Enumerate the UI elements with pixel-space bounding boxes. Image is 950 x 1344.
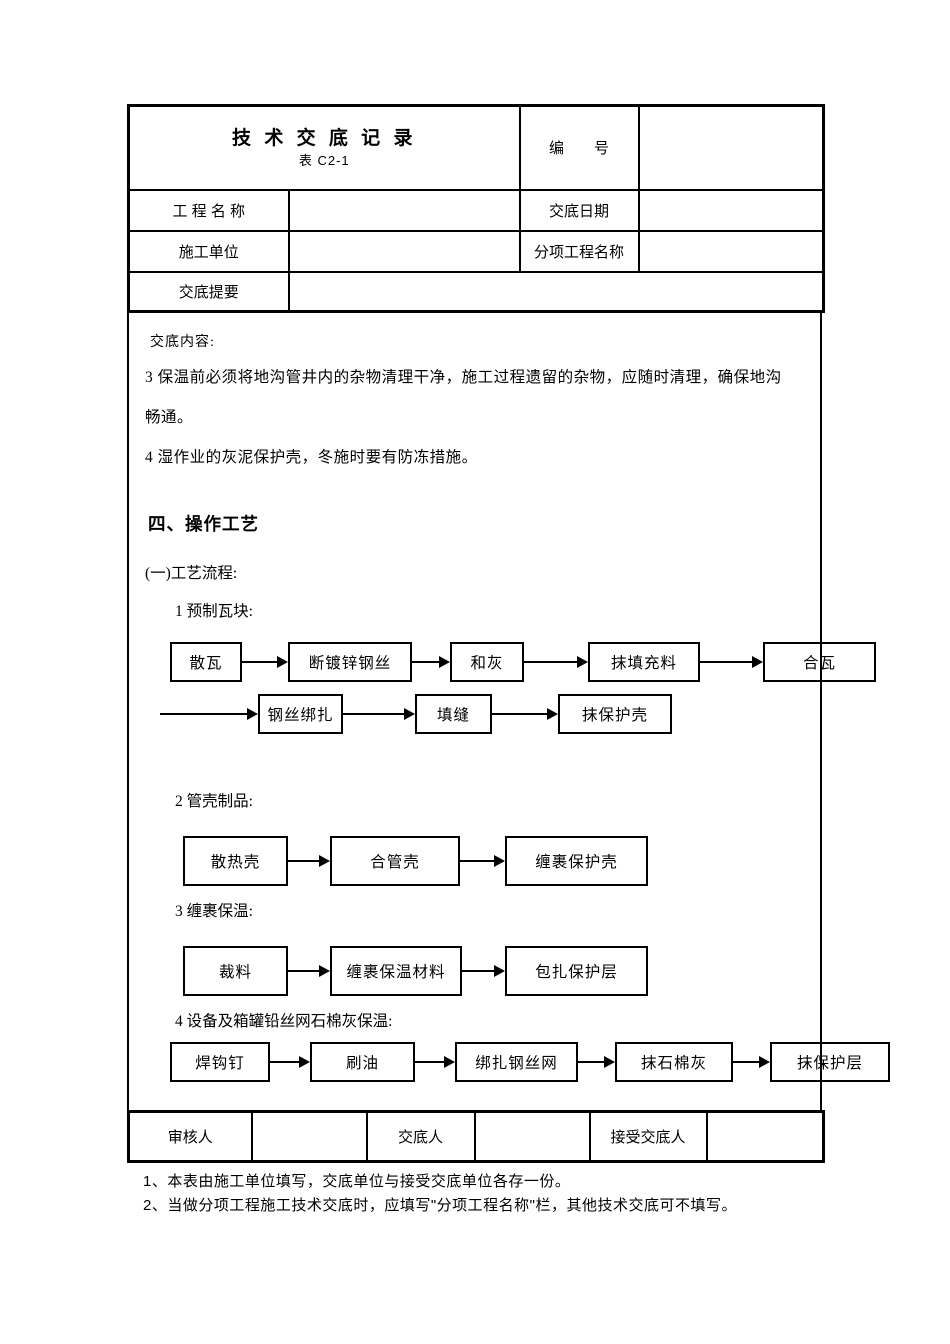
paragraph-line: 畅通。 <box>145 409 194 426</box>
flow-step-box: 刷油 <box>310 1042 415 1082</box>
project-name-value-cell <box>287 188 521 232</box>
form-code: 表 C2-1 <box>298 152 350 168</box>
flow-arrow <box>270 1056 310 1068</box>
flow-step-box: 抹填充料 <box>588 642 700 682</box>
flow-step-box: 抹石棉灰 <box>615 1042 733 1082</box>
flow-step-box: 钢丝绑扎 <box>258 694 343 734</box>
page-title: 技 术 交 底 记 录 <box>232 127 417 149</box>
number-value-cell <box>637 104 825 191</box>
paragraph-line: 3 保温前必须将地沟管井内的杂物清理干净，施工过程遗留的杂物，应随时清理，确保地… <box>145 369 782 386</box>
flow-step-box: 散瓦 <box>170 642 242 682</box>
flowchart-3-title: 3 缠裹保温: <box>175 903 253 920</box>
reviewer-label-cell: 审核人 <box>127 1110 253 1163</box>
unit-value-cell <box>287 229 521 273</box>
flowchart-1-title: 1 预制瓦块: <box>175 603 253 620</box>
date-label-cell: 交底日期 <box>518 188 640 232</box>
flow-arrow <box>733 1056 770 1068</box>
content-heading: 交底内容: <box>150 335 215 350</box>
summary-label-cell: 交底提要 <box>127 270 290 313</box>
date-value-cell <box>637 188 825 232</box>
subproject-label-cell: 分项工程名称 <box>518 229 640 273</box>
discloser-label-cell: 交底人 <box>365 1110 476 1163</box>
flow-arrow <box>160 708 258 720</box>
project-name-label-cell: 工 程 名 称 <box>127 188 290 232</box>
flow-step-box: 绑扎钢丝网 <box>455 1042 578 1082</box>
flow-arrow <box>578 1056 615 1068</box>
flow-arrow <box>462 965 505 977</box>
flow-arrow <box>288 965 330 977</box>
receiver-label-cell: 接受交底人 <box>588 1110 708 1163</box>
flow-step-box: 散热壳 <box>183 836 288 886</box>
summary-value-cell <box>287 270 825 313</box>
flow-arrow <box>524 656 588 668</box>
flow-step-box: 抹保护壳 <box>558 694 672 734</box>
flow-arrow <box>700 656 763 668</box>
paragraph-line: 4 湿作业的灰泥保护壳，冬施时要有防冻措施。 <box>145 449 478 466</box>
flow-arrow <box>460 855 505 867</box>
flow-arrow <box>288 855 330 867</box>
flowchart-2-title: 2 管壳制品: <box>175 793 253 810</box>
flow-step-box: 焊钩钉 <box>170 1042 270 1082</box>
flow-step-box: 填缝 <box>415 694 492 734</box>
title-cell: 技 术 交 底 记 录 表 C2-1 <box>127 104 521 191</box>
content-paragraphs: 3 保温前必须将地沟管井内的杂物清理干净，施工过程遗留的杂物，应随时清理，确保地… <box>145 358 817 478</box>
number-label-cell: 编 号 <box>518 104 640 191</box>
flow-arrow <box>492 708 558 720</box>
unit-label-cell: 施工单位 <box>127 229 290 273</box>
flow-step-box: 缠裹保护壳 <box>505 836 648 886</box>
flow-step-box: 抹保护层 <box>770 1042 890 1082</box>
discloser-value-cell <box>473 1110 591 1163</box>
flow-step-box: 断镀锌钢丝 <box>288 642 412 682</box>
flow-step-box: 缠裹保温材料 <box>330 946 462 996</box>
subproject-value-cell <box>637 229 825 273</box>
flow-step-box: 合瓦 <box>763 642 876 682</box>
note-line: 2、当做分项工程施工技术交底时，应填写"分项工程名称"栏，其他技术交底可不填写。 <box>143 1197 737 1214</box>
content-frame <box>127 310 822 1110</box>
reviewer-value-cell <box>250 1110 368 1163</box>
flow-step-box: 包扎保护层 <box>505 946 648 996</box>
flow-arrow <box>415 1056 455 1068</box>
note-line: 1、本表由施工单位填写，交底单位与接受交底单位各存一份。 <box>143 1173 571 1190</box>
flow-arrow <box>412 656 450 668</box>
flow-arrow <box>242 656 288 668</box>
flow-arrow <box>343 708 415 720</box>
flow-step-box: 合管壳 <box>330 836 460 886</box>
flow-step-box: 裁料 <box>183 946 288 996</box>
flow-step-box: 和灰 <box>450 642 524 682</box>
subsection-heading: (一)工艺流程: <box>145 565 238 582</box>
review-table: 审核人 交底人 接受交底人 <box>127 1110 825 1163</box>
header-table: 技 术 交 底 记 录 表 C2-1 编 号 工 程 名 称 交底日期 施工单位… <box>127 104 825 313</box>
flowchart-4-title: 4 设备及箱罐铅丝网石棉灰保温: <box>175 1013 393 1030</box>
notes: 1、本表由施工单位填写，交底单位与接受交底单位各存一份。 2、当做分项工程施工技… <box>143 1170 737 1218</box>
receiver-value-cell <box>705 1110 825 1163</box>
section-heading: 四、操作工艺 <box>148 514 259 534</box>
